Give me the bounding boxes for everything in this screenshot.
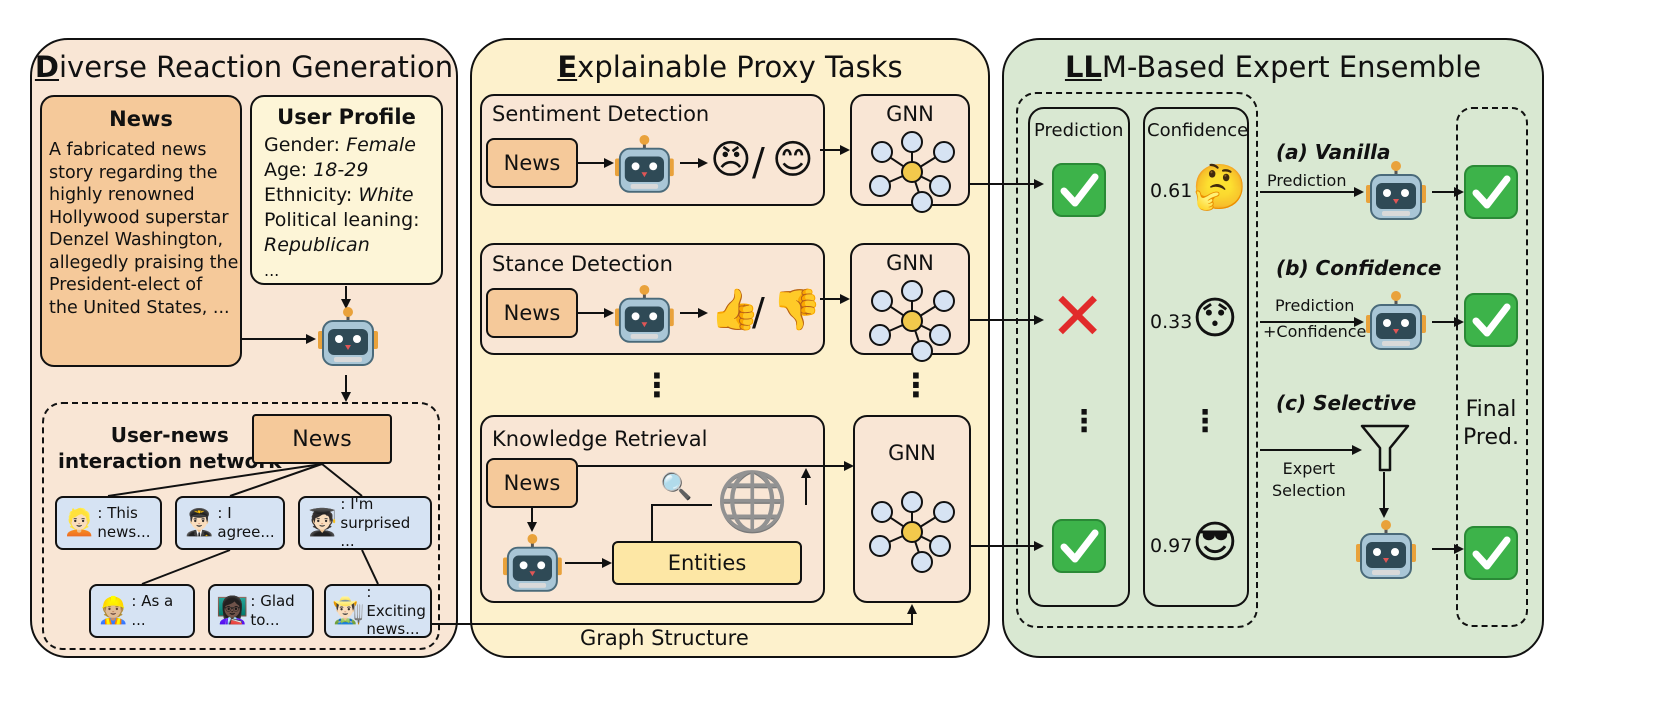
news-line: Hollywood superstar: [49, 207, 229, 228]
thinking-face-icon: 🤔: [1192, 162, 1247, 213]
cross-icon: ✕: [1050, 278, 1106, 355]
user-avatar-icon: 👩🏿‍🏫: [216, 596, 249, 626]
experts-dashed-group: [1016, 92, 1258, 628]
user-avatar-icon: 🧑🏻‍🎓: [306, 508, 339, 538]
gnn-label: GNN: [888, 441, 936, 465]
profile-political-value: Republican: [264, 234, 370, 256]
confidence-strategy-label: (b) Confidence: [1276, 256, 1442, 280]
knowledge-title: Knowledge Retrieval: [492, 427, 708, 451]
profile-age: Age: 18-29: [264, 159, 369, 181]
news-line: the United States, ...: [49, 297, 230, 318]
gnn-label: GNN: [886, 102, 934, 126]
news-line: story regarding the: [49, 162, 218, 183]
vanilla-label: (a) Vanilla: [1276, 140, 1391, 164]
vanilla-arrow-label: Prediction: [1267, 171, 1347, 190]
network-news-node: News: [252, 414, 392, 464]
more-tasks-dots: ⋮: [641, 366, 673, 404]
confidence-value: 0.97: [1150, 535, 1193, 557]
comment-card: 👷🏼 : As a ...: [89, 584, 195, 638]
gnn-box-sentiment: GNN: [850, 94, 970, 206]
final-prediction-group: [1456, 107, 1528, 627]
user-profile-box: User Profile Gender: Female Age: 18-29 E…: [250, 95, 443, 285]
confidence-column: [1143, 107, 1249, 607]
diverse-reaction-title: Diverse Reaction Generation: [30, 50, 458, 84]
expert-ensemble-title: LLM-Based Expert Ensemble: [1064, 50, 1482, 84]
entities-box: Entities: [612, 541, 802, 585]
slash-separator: /: [752, 290, 765, 334]
confidence-value: 0.61: [1150, 180, 1193, 202]
confidence-dots: ⋮: [1190, 404, 1220, 439]
profile-gender: Gender: Female: [264, 134, 416, 156]
prediction-header: Prediction: [1034, 120, 1124, 141]
profile-fields: Gender: Female Age: 18-29 Ethnicity: Whi…: [264, 133, 441, 283]
news-line: Denzel Washington,: [49, 230, 224, 250]
user-avatar-icon: 👨🏻‍✈️: [183, 508, 216, 538]
comment-text: : I'm surprised...: [340, 494, 411, 551]
stance-title: Stance Detection: [492, 252, 673, 276]
sentiment-news-chip: News: [486, 138, 578, 188]
thumbs-up-icon: 👍: [710, 287, 760, 333]
knowledge-news-chip: News: [486, 458, 578, 508]
interaction-network-area: [42, 402, 440, 650]
comment-text: : I agree...: [217, 504, 275, 541]
news-body: A fabricated news story regarding the hi…: [49, 139, 240, 319]
news-line: allegedly praising the: [49, 252, 239, 273]
smiling-face-icon: 😊: [772, 137, 814, 183]
expert-selection-label: Expert Selection: [1272, 459, 1346, 500]
news-text-box: News A fabricated news story regarding t…: [40, 95, 242, 367]
confidence-header: Confidence: [1147, 120, 1249, 141]
gnn-label: GNN: [886, 251, 934, 275]
proxy-tasks-title: Explainable Proxy Tasks: [557, 50, 903, 84]
more-gnn-dots: ⋮: [900, 366, 932, 404]
slash-separator: /: [752, 140, 765, 184]
gnn-box-stance: GNN: [850, 243, 970, 355]
sunglasses-face-icon: 😎: [1192, 517, 1238, 568]
news-heading: News: [109, 107, 173, 131]
selective-label: (c) Selective: [1276, 391, 1417, 415]
news-line: A fabricated news: [49, 140, 207, 160]
prediction-dots: ⋮: [1069, 404, 1099, 439]
profile-more: ...: [264, 261, 280, 280]
network-label: User-news interaction network: [58, 423, 282, 473]
sentiment-title: Sentiment Detection: [492, 102, 710, 126]
search-icon: 🔍: [660, 472, 693, 502]
news-line: President-elect of: [49, 275, 203, 295]
title-rest: iverse Reaction Generation: [58, 50, 454, 84]
profile-ethnicity: Ethnicity: White: [264, 184, 414, 206]
comment-text: : As a ...: [131, 592, 174, 629]
title-initial: D: [34, 50, 59, 84]
surprised-face-icon: 😯: [1192, 293, 1238, 344]
news-line: highly renowned: [49, 185, 195, 205]
prediction-column: [1028, 107, 1130, 607]
confidence-arrow-label: Prediction +Confidence: [1263, 296, 1367, 341]
user-avatar-icon: 👷🏼: [97, 596, 130, 626]
comment-card: 🧑🏻‍🎓 : I'm surprised...: [298, 494, 432, 551]
final-prediction-label: Final Pred.: [1463, 397, 1519, 450]
angry-face-icon: 😠: [710, 137, 752, 183]
profile-heading: User Profile: [277, 105, 416, 129]
stance-news-chip: News: [486, 288, 578, 338]
profile-political-label: Political leaning:: [264, 209, 420, 231]
wikipedia-globe-icon: 🌐: [716, 467, 789, 535]
thumbs-down-icon: 👎: [772, 287, 822, 333]
user-avatar-icon: 👨🏻‍🌾: [332, 596, 365, 626]
graph-structure-label: Graph Structure: [580, 626, 749, 650]
comment-card: 👨🏻‍✈️ : I agree...: [175, 496, 285, 550]
user-avatar-icon: 👱🏻: [63, 508, 96, 538]
confidence-value: 0.33: [1150, 311, 1193, 333]
gnn-box-knowledge: GNN: [853, 415, 971, 603]
